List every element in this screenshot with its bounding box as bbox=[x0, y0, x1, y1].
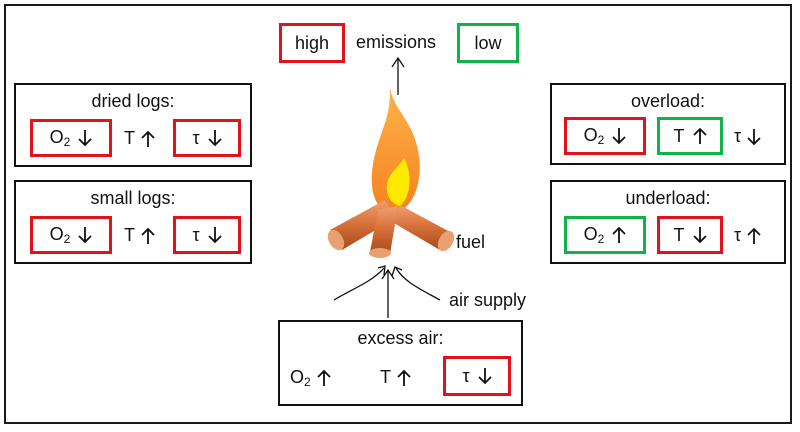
small-logs-box: small logs: O2 T τ bbox=[14, 180, 252, 264]
high-label: high bbox=[294, 32, 330, 53]
air-supply-arrows-icon bbox=[333, 265, 441, 318]
o2-up-item: O2 bbox=[290, 367, 331, 389]
tau-label: τ bbox=[734, 225, 742, 245]
t-label: T bbox=[673, 224, 685, 245]
down-arrow-icon bbox=[207, 130, 222, 147]
t-up-item: T bbox=[124, 225, 155, 246]
up-arrow-icon bbox=[141, 130, 155, 147]
o2-label: O2 bbox=[49, 127, 71, 149]
o2-label: O2 bbox=[290, 367, 311, 389]
down-arrow-icon bbox=[78, 130, 92, 147]
tau-down-item: τ bbox=[734, 126, 761, 147]
tau-down-tag: τ bbox=[173, 216, 241, 254]
dried-logs-box: dried logs: O2 T τ bbox=[14, 83, 252, 167]
o2-down-tag: O2 bbox=[564, 117, 646, 155]
down-arrow-icon bbox=[78, 227, 92, 244]
fuel-label: fuel bbox=[456, 232, 486, 252]
air-supply-label: air supply bbox=[449, 290, 527, 310]
box-title: overload: bbox=[630, 91, 706, 111]
o2-up-tag: O2 bbox=[564, 216, 646, 254]
o2-label: O2 bbox=[583, 125, 605, 147]
tau-down-tag: τ bbox=[173, 119, 241, 157]
box-title: excess air: bbox=[357, 328, 444, 348]
underload-box: underload: O2 T τ bbox=[550, 180, 786, 264]
down-arrow-icon bbox=[612, 128, 626, 145]
low-label: low bbox=[474, 32, 502, 53]
o2-label: O2 bbox=[583, 224, 605, 246]
t-up-item: T bbox=[124, 128, 155, 149]
tau-label: τ bbox=[462, 365, 470, 386]
t-label: T bbox=[124, 225, 135, 245]
emissions-arrow-icon bbox=[391, 56, 405, 95]
tau-down-tag: τ bbox=[443, 356, 511, 396]
t-label: T bbox=[673, 125, 685, 146]
t-up-item: T bbox=[380, 367, 411, 388]
tau-label: τ bbox=[192, 224, 200, 245]
overload-box: overload: O2 T τ bbox=[550, 83, 786, 165]
up-arrow-icon bbox=[397, 369, 411, 386]
t-label: T bbox=[124, 128, 135, 148]
down-arrow-icon bbox=[692, 227, 707, 244]
log-center-icon bbox=[369, 206, 398, 258]
flame-icon bbox=[371, 88, 420, 213]
up-arrow-icon bbox=[141, 227, 155, 244]
low-emissions-tag: low bbox=[457, 23, 519, 63]
high-emissions-tag: high bbox=[279, 23, 345, 63]
excess-air-box: excess air: O2 T τ bbox=[278, 320, 523, 406]
t-down-tag: T bbox=[657, 216, 723, 254]
t-up-tag: T bbox=[657, 117, 723, 155]
o2-down-tag: O2 bbox=[30, 216, 112, 254]
emissions-label: emissions bbox=[356, 32, 437, 52]
box-title: underload: bbox=[625, 188, 711, 208]
box-title: small logs: bbox=[90, 188, 176, 208]
t-label: T bbox=[380, 367, 391, 387]
tau-up-item: τ bbox=[734, 225, 761, 246]
tau-label: τ bbox=[734, 126, 742, 146]
outer-frame bbox=[4, 4, 792, 424]
tau-label: τ bbox=[192, 127, 200, 148]
down-arrow-icon bbox=[477, 368, 492, 385]
down-arrow-icon bbox=[207, 227, 222, 244]
o2-down-tag: O2 bbox=[30, 119, 112, 157]
up-arrow-icon bbox=[747, 227, 761, 244]
box-title: dried logs: bbox=[91, 91, 175, 111]
log-right-icon bbox=[392, 205, 455, 252]
up-arrow-icon bbox=[692, 127, 707, 144]
o2-label: O2 bbox=[49, 224, 71, 246]
down-arrow-icon bbox=[747, 128, 761, 145]
up-arrow-icon bbox=[317, 369, 331, 386]
up-arrow-icon bbox=[612, 226, 626, 243]
